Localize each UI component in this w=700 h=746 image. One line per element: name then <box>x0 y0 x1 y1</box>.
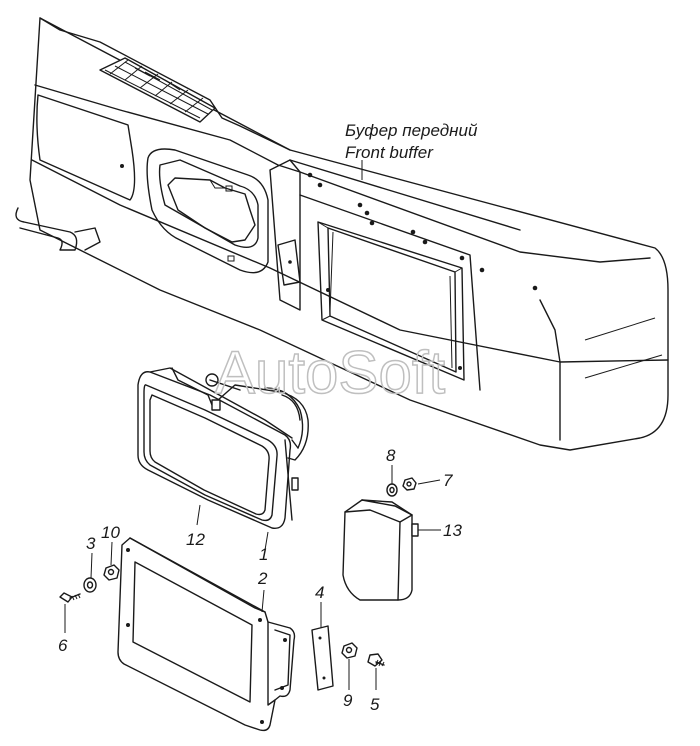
caption-line-1: Буфер передний <box>345 121 478 140</box>
callout-10: 10 <box>101 523 120 542</box>
nut-7 <box>402 477 417 491</box>
callout-13: 13 <box>443 521 462 540</box>
screw-5 <box>367 653 385 667</box>
callout-1: 1 <box>259 545 268 564</box>
nut-9 <box>341 642 358 659</box>
callout-9: 9 <box>343 691 353 710</box>
shim-plate <box>311 625 334 691</box>
washer-3 <box>83 577 97 593</box>
nut-10 <box>103 564 120 581</box>
callout-2: 2 <box>257 569 268 588</box>
callout-5: 5 <box>370 695 380 714</box>
callout-labels: 1 2 3 4 5 6 7 8 9 10 12 13 <box>58 446 462 714</box>
callout-3: 3 <box>86 534 96 553</box>
headlight <box>137 367 309 529</box>
caption-line-2: Front buffer <box>345 143 434 162</box>
callout-6: 6 <box>58 636 68 655</box>
front-buffer <box>15 17 669 451</box>
callout-8: 8 <box>386 446 396 465</box>
washer-8 <box>386 483 398 497</box>
callout-leaders <box>64 465 441 690</box>
headlight-frame <box>117 537 296 732</box>
watermark: AutoSoft <box>215 339 445 406</box>
side-lamp <box>342 499 419 601</box>
callout-7: 7 <box>443 471 453 490</box>
callout-4: 4 <box>315 583 324 602</box>
callout-12: 12 <box>186 530 205 549</box>
screw-6 <box>59 592 81 603</box>
